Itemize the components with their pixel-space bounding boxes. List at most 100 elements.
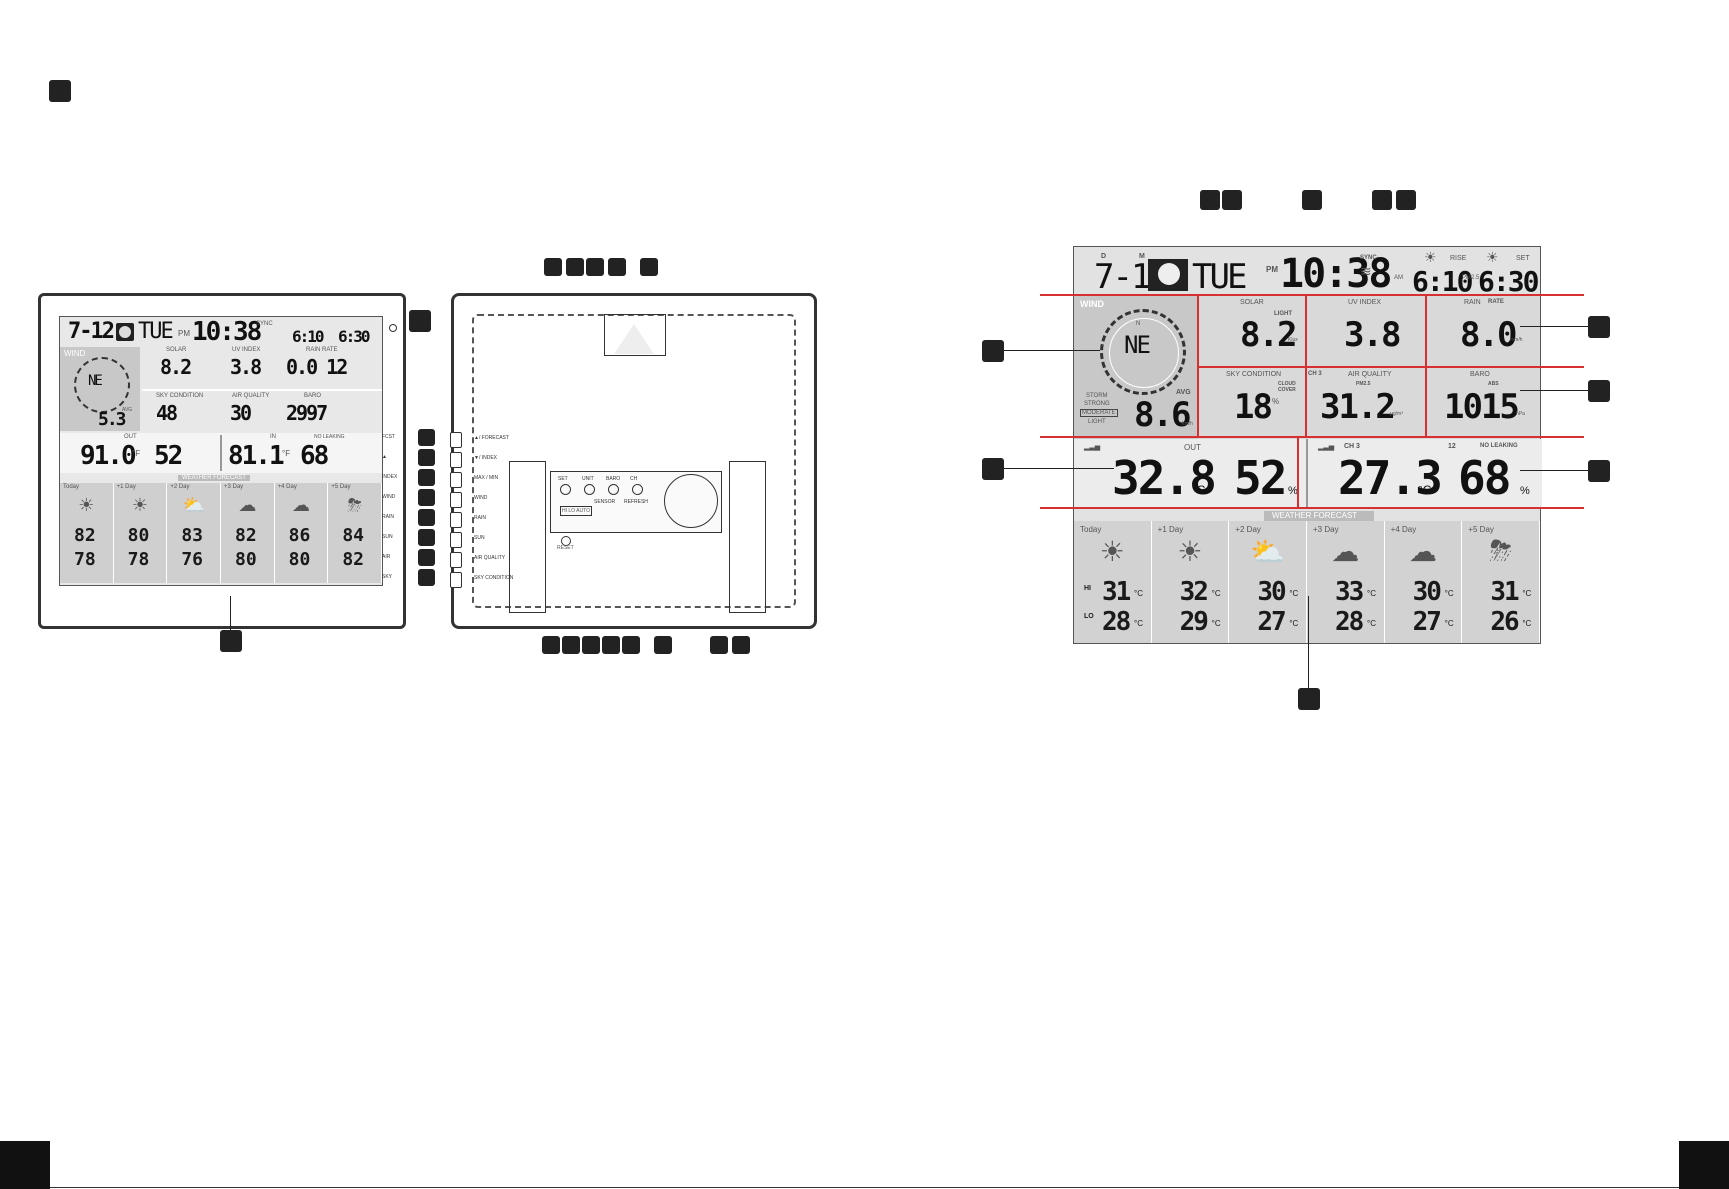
r-sky-panel: SKY CONDITION CLOUD COVER 18 %: [1198, 367, 1304, 439]
r-in-badge: 12: [1448, 443, 1456, 450]
marker: [732, 636, 750, 654]
r-out-label: OUT: [1184, 443, 1201, 452]
side-button[interactable]: [450, 472, 462, 488]
marker: [409, 310, 431, 332]
r-wind-n: N: [1136, 321, 1141, 327]
forecast-hi: 30: [1412, 577, 1442, 607]
marker: [418, 569, 435, 586]
front-weekday: TUE: [138, 319, 174, 344]
forecast-lo: 28: [1102, 607, 1131, 637]
side-button-label: SKY CONDITION: [474, 575, 514, 581]
back-markers-top: [544, 258, 664, 278]
forecast-lo: 76: [181, 549, 204, 570]
forecast-day-name: +1 Day: [1157, 525, 1184, 534]
marker: [982, 458, 1004, 480]
moon-icon: [116, 323, 134, 341]
r-wind-unit: km/h: [1182, 421, 1193, 427]
front-ampm: PM: [178, 329, 190, 338]
r-aq-ch: CH 3: [1308, 371, 1322, 377]
front-in-unit: °F: [282, 449, 291, 458]
weather-icon: ⛅: [182, 495, 205, 515]
front-wind-panel: WIND NE 5.3 AVG: [60, 347, 140, 431]
weather-icon: ⛈: [347, 495, 362, 515]
front-out-temp: 91.0: [80, 441, 137, 471]
weather-icon: ☁: [238, 495, 257, 515]
r-sky-label: SKY CONDITION: [1226, 371, 1282, 378]
marker: [418, 509, 435, 526]
side-button[interactable]: [450, 512, 462, 528]
front-out-hum: 52: [154, 441, 183, 471]
marker: [562, 636, 580, 654]
forecast-day-name: +2 Day: [170, 484, 190, 490]
battery-cover: [664, 474, 718, 528]
side-label: RAIN: [382, 514, 394, 520]
top-button[interactable]: [608, 484, 619, 495]
back-inner-dashed: [472, 314, 796, 608]
r-time: 10:38: [1280, 251, 1392, 297]
r-in-ch: CH 3: [1344, 443, 1360, 450]
top-button[interactable]: [584, 484, 595, 495]
front-wind-dir: NE: [88, 373, 103, 389]
side-button[interactable]: [450, 572, 462, 588]
front-uv-label: UV INDEX: [232, 347, 261, 353]
marker: [582, 636, 600, 654]
r-set-label: SET: [1516, 255, 1530, 262]
deg-label: °C: [1522, 619, 1532, 628]
front-date: 7-12: [68, 319, 115, 344]
weather-icon: ☀: [1177, 536, 1203, 567]
deg-label: °C: [1134, 589, 1143, 598]
marker: [566, 258, 584, 276]
r-in-panel: ▂▃▅ CH 3 12 NO LEAKING 27.3 °C 68 %: [1306, 439, 1542, 509]
top-button[interactable]: [560, 484, 571, 495]
signal-icon: ▂▃▅: [1318, 444, 1335, 451]
r-forecast-header: WEATHER FORECAST: [1264, 511, 1374, 521]
page-tab-left: [0, 1141, 50, 1189]
marker: [1302, 190, 1322, 210]
leader: [1520, 470, 1588, 471]
hi-lo-auto-switch[interactable]: HI LO AUTO: [560, 506, 592, 516]
top-button[interactable]: [632, 484, 643, 495]
deg-label: °C: [1289, 619, 1299, 628]
forecast-lo: 80: [288, 549, 311, 570]
front-wind-val: 5.3: [98, 409, 126, 430]
hanger-triangle: [614, 324, 654, 354]
side-button[interactable]: [450, 552, 462, 568]
side-button[interactable]: [450, 532, 462, 548]
leader: [1004, 468, 1114, 469]
side-button[interactable]: [450, 492, 462, 508]
front-sync: SYNC: [256, 321, 273, 327]
red-line: [1040, 507, 1584, 509]
forecast-day: +2 Day ⛅ 83 76: [167, 483, 221, 583]
reset-button[interactable]: [561, 536, 571, 546]
r-solar-panel: SOLAR LIGHT 8.2 Klux: [1198, 295, 1304, 367]
r-rain-unit: mm/h: [1510, 337, 1523, 343]
marker: [586, 258, 604, 276]
side-button[interactable]: [450, 452, 462, 468]
front-uv-val: 3.8: [230, 355, 262, 379]
r-light: LIGHT: [1088, 419, 1106, 425]
r-baro-panel: BARO ABS 1015 hPa: [1424, 367, 1540, 439]
marker: [220, 630, 242, 652]
front-baro-val: 2997: [286, 401, 328, 425]
r-sync: SYNC: [1360, 255, 1377, 261]
forecast-day-name: +3 Day: [224, 484, 244, 490]
r-out-hum-unit: %: [1288, 485, 1298, 497]
side-button[interactable]: [450, 432, 462, 448]
marker: [1222, 190, 1242, 210]
r-uv-panel: UV INDEX 3.8: [1304, 295, 1424, 367]
forecast-hi: 83: [181, 525, 204, 546]
forecast-lo: 78: [74, 549, 96, 570]
deg-label: °C: [1289, 589, 1299, 598]
right-stand: [729, 461, 766, 613]
side-label: ▲: [382, 454, 387, 460]
r-uv-val: 3.8: [1344, 315, 1401, 355]
